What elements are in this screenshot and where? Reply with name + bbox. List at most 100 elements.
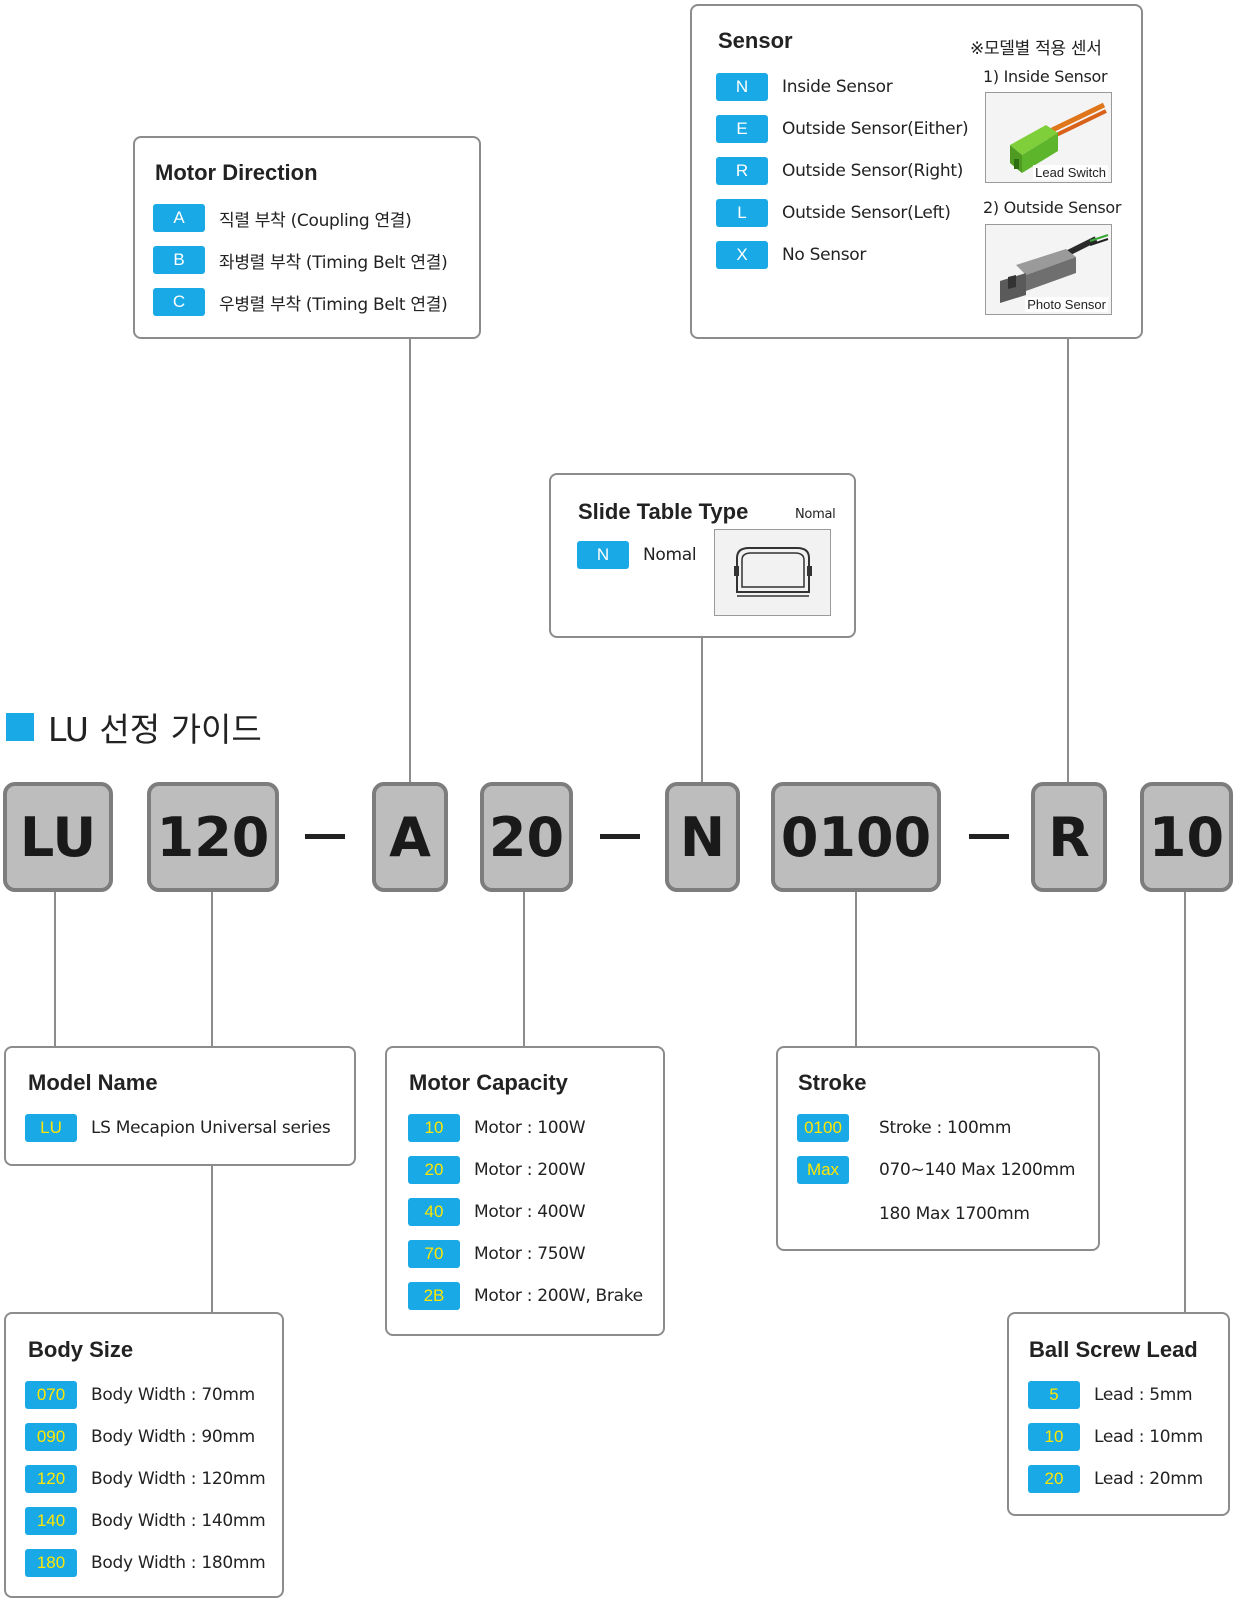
connector-motor-capacity — [523, 890, 525, 1047]
connector-body-size-top — [211, 890, 213, 1047]
list-item: 10 Motor : 100W — [408, 1114, 586, 1142]
motor-direction-title: Motor Direction — [155, 160, 318, 185]
list-item: 5 Lead : 5mm — [1028, 1381, 1193, 1409]
photo-sensor-caption: Photo Sensor — [1025, 297, 1108, 312]
connector-stroke — [855, 890, 857, 1047]
code-segment-series: LU — [3, 782, 113, 892]
item-text: Body Width : 90mm — [91, 1427, 255, 1447]
list-item: 20 Lead : 20mm — [1028, 1465, 1203, 1493]
slide-table-box: Slide Table Type Nomal N Nomal — [549, 473, 856, 638]
item-text: 070~140 Max 1200mm — [879, 1160, 1076, 1180]
code-badge: 10 — [1028, 1423, 1080, 1451]
code-badge: 5 — [1028, 1381, 1080, 1409]
item-text: 우병렬 부착 (Timing Belt 연결) — [219, 294, 448, 315]
sensor-title: Sensor — [718, 28, 793, 53]
slide-table-profile-icon — [734, 547, 812, 597]
list-item: L Outside Sensor(Left) — [716, 199, 951, 227]
code-badge: 10 — [408, 1114, 460, 1142]
stroke-box: Stroke 0100 Stroke : 100mm Max 070~140 M… — [776, 1046, 1100, 1251]
code-badge: 2B — [408, 1282, 460, 1310]
motor-capacity-title: Motor Capacity — [409, 1070, 568, 1095]
item-text: Body Width : 70mm — [91, 1385, 255, 1405]
code-badge: N — [577, 541, 629, 569]
code-badge: 180 — [25, 1549, 77, 1577]
code-badge: C — [153, 288, 205, 316]
model-name-title: Model Name — [28, 1070, 158, 1095]
body-size-title: Body Size — [28, 1337, 134, 1362]
connector-ball-screw — [1184, 890, 1186, 1313]
ball-screw-lead-title: Ball Screw Lead — [1029, 1337, 1198, 1362]
slide-table-title: Slide Table Type — [578, 499, 749, 524]
list-item: 140 Body Width : 140mm — [25, 1507, 266, 1535]
code-segment-stroke: 0100 — [771, 782, 941, 892]
list-item: 70 Motor : 750W — [408, 1240, 586, 1268]
list-item: LU LS Mecapion Universal series — [25, 1114, 331, 1142]
stroke-extra-text: 180 Max 1700mm — [879, 1204, 1030, 1224]
item-text: Inside Sensor — [782, 77, 893, 97]
item-text: Body Width : 140mm — [91, 1511, 266, 1531]
list-item: 090 Body Width : 90mm — [25, 1423, 255, 1451]
code-badge: 70 — [408, 1240, 460, 1268]
item-text: Stroke : 100mm — [879, 1118, 1012, 1138]
item-text: Lead : 10mm — [1094, 1427, 1203, 1447]
item-text: Lead : 5mm — [1094, 1385, 1193, 1405]
list-item: 180 Body Width : 180mm — [25, 1549, 266, 1577]
code-badge: Max — [797, 1156, 849, 1184]
code-badge: 120 — [25, 1465, 77, 1493]
motor-direction-box: Motor Direction A 직렬 부착 (Coupling 연결) B … — [133, 136, 481, 339]
item-text: Motor : 750W — [474, 1244, 586, 1264]
model-name-box: Model Name LU LS Mecapion Universal seri… — [4, 1046, 356, 1166]
item-text: 직렬 부착 (Coupling 연결) — [219, 210, 412, 231]
item-text: Outside Sensor(Left) — [782, 203, 951, 223]
item-text: LS Mecapion Universal series — [91, 1118, 331, 1138]
ball-screw-lead-box: Ball Screw Lead 5 Lead : 5mm 10 Lead : 1… — [1007, 1312, 1230, 1516]
list-item: 070 Body Width : 70mm — [25, 1381, 255, 1409]
code-segment-motor-capacity: 20 — [480, 782, 573, 892]
list-item: A 직렬 부착 (Coupling 연결) — [153, 204, 412, 232]
stroke-title: Stroke — [798, 1070, 867, 1095]
code-badge: LU — [25, 1114, 77, 1142]
code-segment-body-size: 120 — [147, 782, 279, 892]
lead-switch-caption: Lead Switch — [1033, 165, 1108, 180]
list-item: N Inside Sensor — [716, 73, 893, 101]
item-text: Outside Sensor(Either) — [782, 119, 969, 139]
list-item: E Outside Sensor(Either) — [716, 115, 969, 143]
heading-square-icon — [6, 713, 34, 741]
sensor-note: ※모델별 적용 센서 — [970, 39, 1102, 59]
code-badge: X — [716, 241, 768, 269]
item-text: Outside Sensor(Right) — [782, 161, 964, 181]
code-segment-motor-direction: A — [372, 782, 448, 892]
code-badge: 20 — [408, 1156, 460, 1184]
list-item: 2B Motor : 200W, Brake — [408, 1282, 643, 1310]
item-text: Motor : 100W — [474, 1118, 586, 1138]
connector-sensor — [1067, 337, 1069, 784]
lead-switch-image: Lead Switch — [985, 92, 1112, 183]
item-text: 좌병렬 부착 (Timing Belt 연결) — [219, 252, 448, 273]
code-badge: B — [153, 246, 205, 274]
item-text: Motor : 200W — [474, 1160, 586, 1180]
separator-dash — [305, 834, 345, 839]
code-badge: 40 — [408, 1198, 460, 1226]
connector-motor-direction — [409, 337, 411, 784]
code-badge: 0100 — [797, 1114, 849, 1142]
connector-body-size-bottom — [211, 1164, 213, 1313]
slide-table-image — [714, 529, 831, 616]
photo-sensor-image: Photo Sensor — [985, 224, 1112, 315]
code-segment-ball-screw-lead: 10 — [1140, 782, 1233, 892]
list-item: 20 Motor : 200W — [408, 1156, 586, 1184]
inside-sensor-label: 1) Inside Sensor — [983, 67, 1108, 86]
motor-capacity-box: Motor Capacity 10 Motor : 100W 20 Motor … — [385, 1046, 665, 1336]
item-text: Lead : 20mm — [1094, 1469, 1203, 1489]
code-segment-sensor: R — [1031, 782, 1107, 892]
page-title: LU 선정 가이드 — [48, 710, 262, 749]
list-item: 40 Motor : 400W — [408, 1198, 586, 1226]
code-segment-slide-table: N — [665, 782, 740, 892]
sensor-box: Sensor ※모델별 적용 센서 N Inside Sensor E Outs… — [690, 4, 1143, 339]
code-badge: 20 — [1028, 1465, 1080, 1493]
code-badge: N — [716, 73, 768, 101]
list-item: X No Sensor — [716, 241, 866, 269]
slide-table-thumb-label: Nomal — [795, 507, 836, 522]
item-text: Motor : 200W, Brake — [474, 1286, 643, 1306]
code-badge: 090 — [25, 1423, 77, 1451]
photo-sensor-icon — [1000, 234, 1109, 303]
